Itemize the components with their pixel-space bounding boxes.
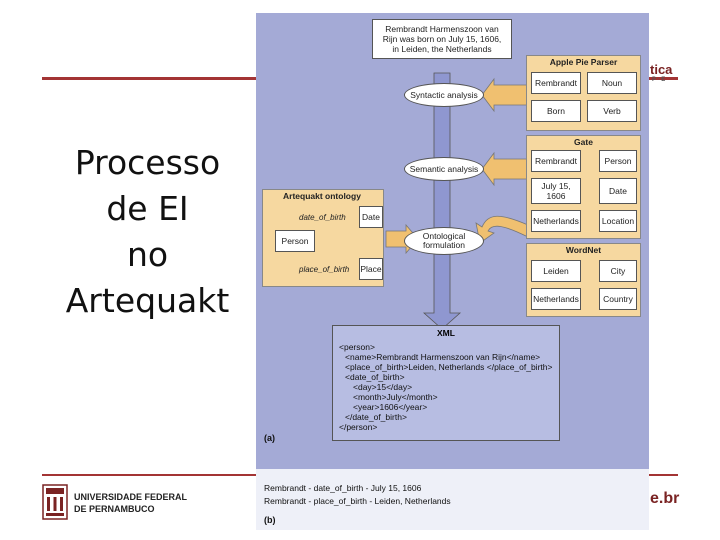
xml-line-9: </person> (339, 422, 378, 432)
top-rule (42, 77, 257, 80)
gate-arrow (481, 151, 529, 187)
artequakt-figure: Rembrandt Harmenszoon van Rijn was born … (256, 13, 649, 530)
gate-cell-3: July 15, 1606 (531, 178, 581, 204)
title-line-1: Processo (74, 143, 221, 182)
gate-cell-1: Rembrandt (531, 150, 581, 172)
parser-cell-4: Verb (587, 100, 637, 122)
wordnet-cell-2: City (599, 260, 637, 282)
ontology-relation-2: place_of_birth (299, 265, 350, 274)
wordnet-panel: WordNet Leiden City Netherlands Country (526, 243, 641, 317)
wordnet-cell-3: Netherlands (531, 288, 581, 310)
brand-fragment-top-sub: P · E (652, 77, 666, 83)
xml-line-6: <month>July</month> (353, 392, 438, 402)
semantic-analysis-oval: Semantic analysis (404, 157, 484, 181)
gate-cell-6: Location (599, 210, 637, 232)
university-logo: UNIVERSIDADE FEDERAL DE PERNAMBUCO (42, 484, 242, 524)
top-rule-right (649, 77, 678, 80)
label-b: (b) (264, 515, 276, 525)
bottom-rule (42, 474, 257, 476)
bottom-rule-right (649, 474, 678, 476)
xml-line-1: <person> (339, 342, 375, 352)
parser-cell-2: Noun (587, 72, 637, 94)
apple-pie-parser-title: Apple Pie Parser (549, 57, 618, 67)
xml-line-2: <name>Rembrandt Harmenszoon van Rijn</na… (345, 352, 541, 362)
main-flow-arrow (422, 72, 462, 330)
input-sentence-box: Rembrandt Harmenszoon van Rijn was born … (372, 19, 512, 59)
university-crest-icon (42, 484, 68, 520)
gate-cell-5: Netherlands (531, 210, 581, 232)
ontology-place-node: Place (359, 258, 383, 280)
label-a: (a) (264, 433, 275, 443)
title-line-3: no (126, 235, 169, 274)
gate-panel: Gate Rembrandt Person July 15, 1606 Date… (526, 135, 641, 239)
xml-box: XML <person> <name>Rembrandt Harmenszoon… (332, 325, 560, 441)
summary-line-1: Rembrandt - date_of_birth - July 15, 160… (264, 483, 422, 493)
title-line-4: Artequakt (65, 281, 230, 320)
brand-fragment-top: tica (650, 62, 673, 77)
xml-line-3: <place_of_birth>Leiden, Netherlands </pl… (345, 362, 553, 372)
xml-line-4: <date_of_birth> (345, 372, 405, 382)
ontology-date-node: Date (359, 206, 383, 228)
gate-cell-2: Person (599, 150, 637, 172)
parser-cell-3: Born (531, 100, 581, 122)
wordnet-arrow (475, 215, 529, 244)
gate-cell-4: Date (599, 178, 637, 204)
ontological-formulation-oval: Ontological formulation (404, 227, 484, 255)
gate-title: Gate (574, 137, 593, 147)
title-line-2: de EI (106, 189, 189, 228)
xml-line-8: </date_of_birth> (345, 412, 407, 422)
xml-line-5: <day>15</day> (353, 382, 413, 392)
summary-line-2: Rembrandt - place_of_birth - Leiden, Net… (264, 496, 451, 506)
ontology-title: Artequakt ontology (283, 191, 361, 201)
brand-fragment-bottom: e.br (650, 490, 680, 507)
logo-line-1: UNIVERSIDADE FEDERAL (74, 492, 188, 502)
parser-arrow (481, 77, 529, 113)
ontology-relation-1: date_of_birth (299, 213, 346, 222)
xml-title: XML (437, 328, 455, 338)
wordnet-cell-1: Leiden (531, 260, 581, 282)
syntactic-analysis-oval: Syntactic analysis (404, 83, 484, 107)
apple-pie-parser-panel: Apple Pie Parser Rembrandt Noun Born Ver… (526, 55, 641, 131)
ontology-person-node: Person (275, 230, 315, 252)
artequakt-ontology-panel: Artequakt ontology Person date_of_birth … (262, 189, 384, 287)
wordnet-title: WordNet (565, 245, 602, 255)
parser-cell-1: Rembrandt (531, 72, 581, 94)
logo-line-2: DE PERNAMBUCO (74, 504, 155, 514)
wordnet-cell-4: Country (599, 288, 637, 310)
summary-panel: Rembrandt - date_of_birth - July 15, 160… (256, 469, 649, 530)
slide-title: Processo de EI no Artequakt (40, 140, 255, 324)
xml-line-7: <year>1606</year> (353, 402, 428, 412)
